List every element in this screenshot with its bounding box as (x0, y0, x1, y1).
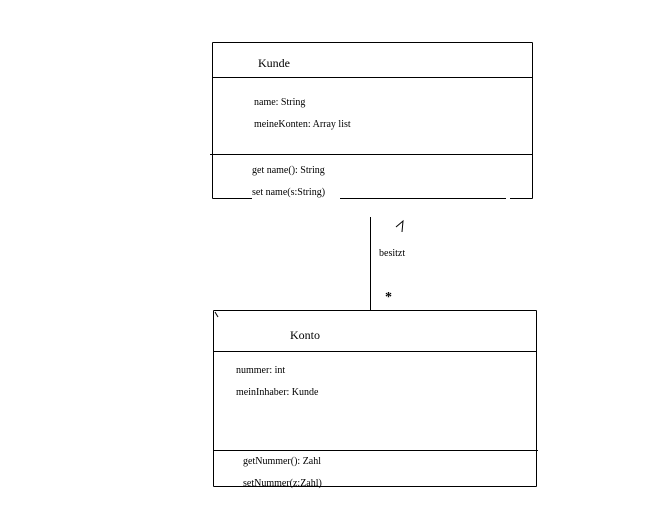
multiplicity-one-mark (395, 219, 404, 233)
class-kunde-box (210, 42, 533, 199)
class-konto-method: setNummer(z:Zahl) (243, 478, 322, 489)
class-konto-name: Konto (290, 328, 320, 342)
class-konto-box (213, 310, 538, 487)
class-kunde-attribute: name: String (254, 97, 306, 108)
class-konto-attribute: meinInhaber: Kunde (236, 387, 319, 398)
class-konto-attribute: nummer: int (236, 365, 286, 376)
class-kunde-method: get name(): String (252, 165, 325, 176)
association-label: besitzt (379, 248, 406, 259)
multiplicity-konto-label: * (385, 290, 392, 305)
class-kunde-name: Kunde (258, 56, 290, 70)
class-konto-method: getNummer(): Zahl (243, 456, 322, 467)
class-kunde-attribute: meineKonten: Array list (254, 119, 351, 130)
class-kunde-method: set name(s:String) (252, 187, 326, 198)
corner-tick-mark (214, 311, 219, 318)
